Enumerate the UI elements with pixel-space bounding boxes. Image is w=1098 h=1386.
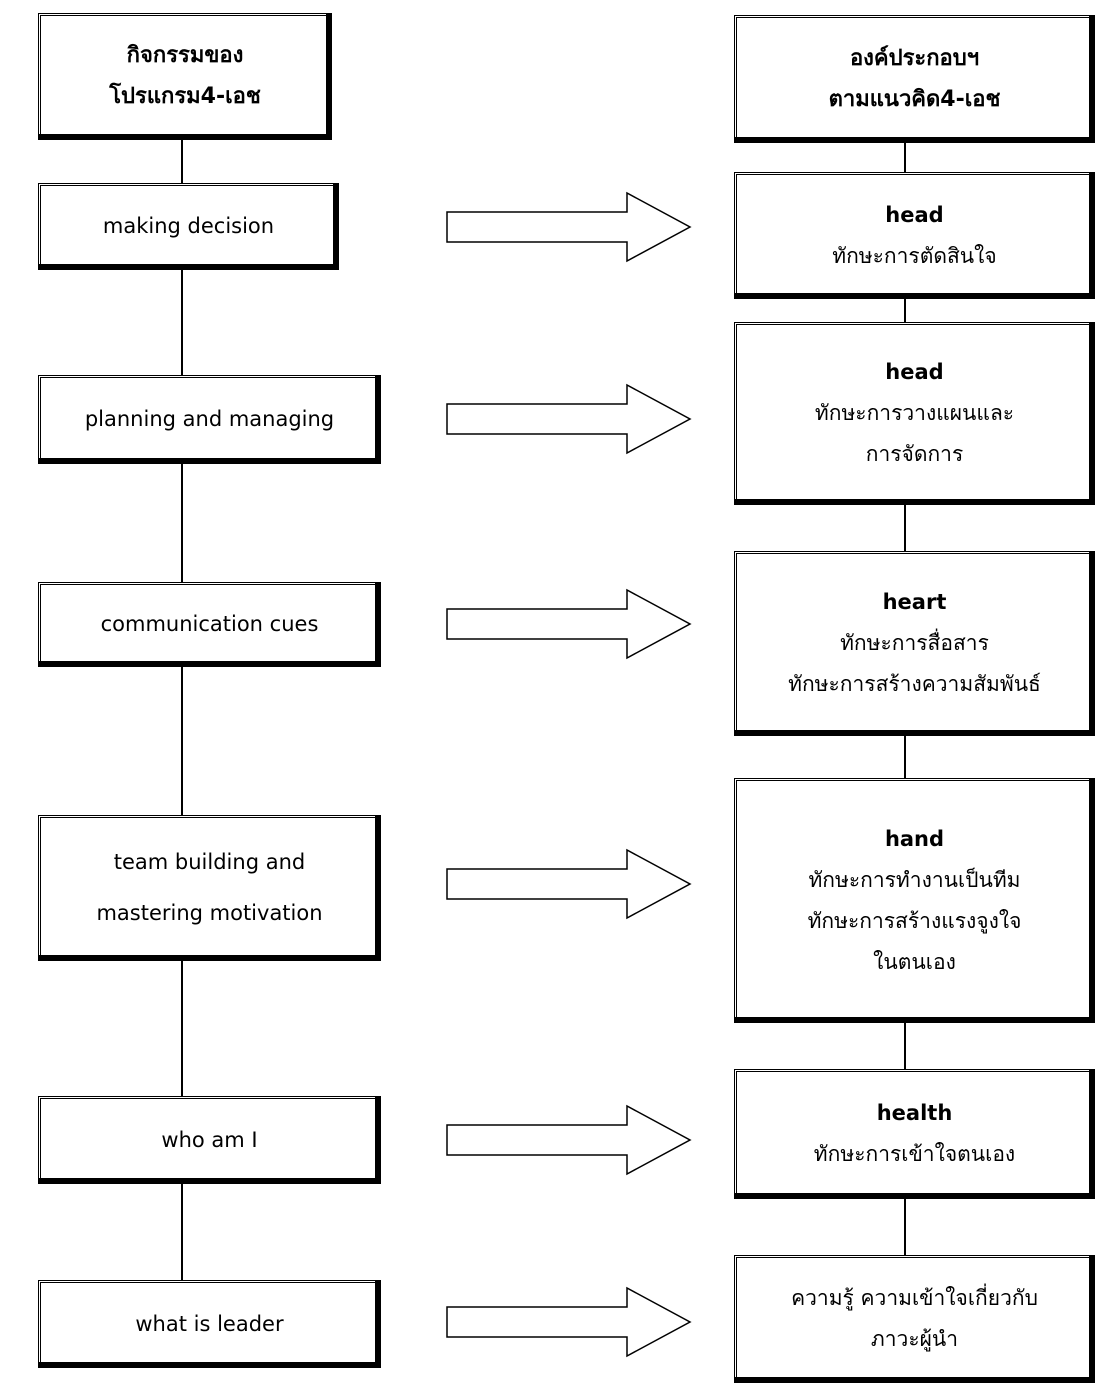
component-skill-line: ทักษะการวางแผนและ — [814, 401, 1015, 425]
left-header-box: กิจกรรมของ โปรแกรม4-เอช — [38, 13, 332, 140]
component-skill-line: ทักษะการเข้าใจตนเอง — [813, 1142, 1016, 1166]
component-title: health — [876, 1101, 953, 1125]
component-skill-line: ในตนเอง — [873, 949, 956, 974]
component-skill-line: ความรู้ ความเข้าใจเกี่ยวกับ — [791, 1286, 1038, 1310]
activity-box-making-decision: making decision — [38, 183, 339, 270]
component-box-heart: heart ทักษะการสื่อสาร ทักษะการสร้างความส… — [734, 551, 1095, 736]
right-header-box: องค์ประกอบฯ ตามแนวคิด4-เอช — [734, 15, 1095, 143]
component-skill-line: ภาวะผู้นำ — [870, 1327, 959, 1351]
activity-box-who-am-i: who am I — [38, 1096, 381, 1184]
activity-label: making decision — [102, 214, 275, 238]
activity-label: who am I — [161, 1127, 258, 1152]
right-header-line-2: ตามแนวคิด4-เอช — [828, 86, 1001, 112]
activity-label: what is leader — [135, 1311, 284, 1336]
activity-box-planning-and-managing: planning and managing — [38, 375, 381, 464]
arrow-making-decision-icon — [446, 191, 692, 263]
component-box-leadership-knowledge: ความรู้ ความเข้าใจเกี่ยวกับ ภาวะผู้นำ — [734, 1255, 1095, 1383]
arrow-what-is-leader-icon — [446, 1286, 692, 1358]
arrow-team-building-icon — [446, 848, 692, 920]
activity-label-line-2: mastering motivation — [96, 901, 323, 925]
component-title: heart — [882, 590, 947, 614]
arrow-communication-cues-icon — [446, 588, 692, 660]
arrow-group — [446, 191, 692, 1358]
activity-label: planning and managing — [84, 407, 335, 431]
component-box-head-decision: head ทักษะการตัดสินใจ — [734, 172, 1095, 299]
activity-label: communication cues — [100, 612, 319, 636]
right-header-line-1: องค์ประกอบฯ — [849, 45, 980, 71]
left-header-line-2: โปรแกรม4-เอช — [109, 84, 261, 109]
component-skill-line: ทักษะการสื่อสาร — [840, 631, 989, 655]
component-title: hand — [884, 826, 945, 851]
activity-box-team-building: team building and mastering motivation — [38, 815, 381, 961]
activity-label-line-1: team building and — [113, 850, 306, 874]
component-skill-line: ทักษะการตัดสินใจ — [832, 243, 997, 268]
arrow-who-am-i-icon — [446, 1104, 692, 1176]
component-title: head — [885, 360, 944, 384]
left-header-line-1: กิจกรรมของ — [126, 43, 244, 68]
component-title: head — [885, 202, 944, 227]
component-box-health: health ทักษะการเข้าใจตนเอง — [734, 1069, 1095, 1199]
component-skill-line: การจัดการ — [865, 442, 964, 466]
component-box-head-planning: head ทักษะการวางแผนและ การจัดการ — [734, 322, 1095, 505]
component-skill-line: ทักษะการทำงานเป็นทีม — [808, 867, 1021, 892]
arrow-planning-and-managing-icon — [446, 383, 692, 455]
activity-box-communication-cues: communication cues — [38, 582, 381, 667]
activity-box-what-is-leader: what is leader — [38, 1280, 381, 1368]
component-box-hand: hand ทักษะการทำงานเป็นทีม ทักษะการสร้างแ… — [734, 778, 1095, 1023]
component-skill-line: ทักษะการสร้างแรงจูงใจ — [807, 908, 1022, 933]
component-skill-line: ทักษะการสร้างความสัมพันธ์ — [788, 672, 1041, 696]
